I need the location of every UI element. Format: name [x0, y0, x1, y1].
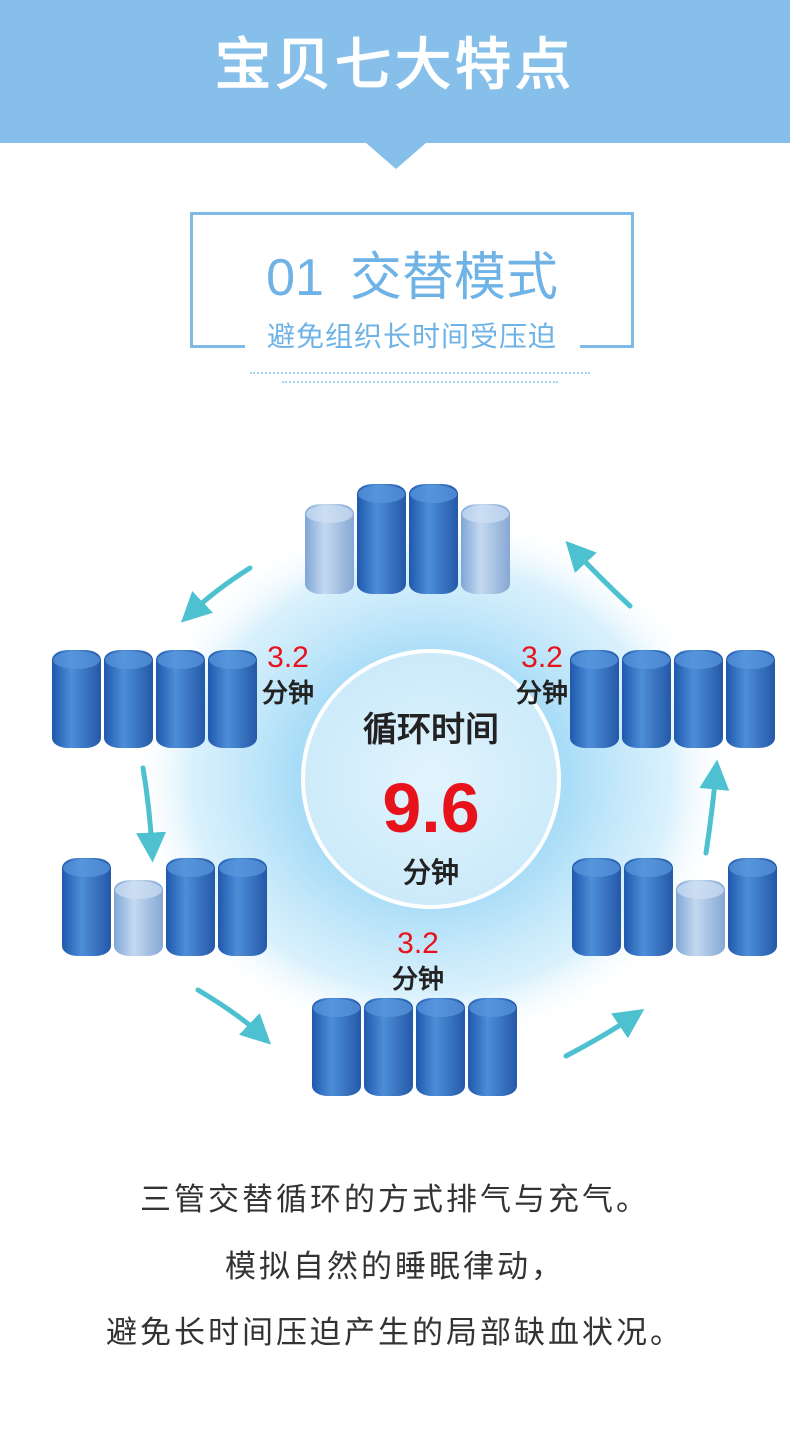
description-line-2: 模拟自然的睡眠律动， — [225, 1249, 565, 1285]
banner-title: 宝贝七大特点 — [215, 33, 575, 98]
stage-value-right: 3.2 — [521, 641, 563, 674]
curved-arrow-icon — [563, 1008, 645, 1059]
curved-arrow-icon — [136, 765, 167, 863]
air-tube-cap — [417, 999, 464, 1017]
cycle-diagram: 循环时间 9.6 分钟 3.2 分钟 3.2 分钟 3.2 分钟 — [0, 450, 790, 1130]
curved-arrow-icon — [180, 565, 253, 623]
center-circle-ring — [301, 649, 561, 909]
air-tube-cap — [306, 505, 353, 523]
air-tube-icon — [218, 858, 267, 956]
air-tube-icon — [726, 650, 775, 748]
air-tube-cap — [675, 651, 722, 669]
description-line-1: 三管交替循环的方式排气与充气。 — [140, 1182, 650, 1218]
cycle-unit: 分钟 — [402, 856, 459, 889]
air-tube-cap — [115, 881, 162, 899]
air-tube-icon — [357, 484, 406, 594]
air-tube-cap — [53, 651, 100, 669]
air-tube-cap — [410, 485, 457, 503]
description-line-3: 避免长时间压迫产生的局部缺血状况。 — [106, 1315, 684, 1351]
air-tube-icon — [208, 650, 257, 748]
air-tube-icon — [114, 880, 163, 956]
air-tube-cap — [727, 651, 774, 669]
feature-number: 01 — [266, 249, 324, 307]
stage-unit-bottom: 分钟 — [391, 965, 444, 995]
air-tube-icon — [674, 650, 723, 748]
banner-pointer-icon — [366, 143, 426, 169]
cycle-title: 循环时间 — [363, 710, 499, 750]
curved-arrow-icon — [195, 987, 272, 1045]
curved-arrow-icon — [699, 759, 730, 856]
air-tube-cap — [209, 651, 256, 669]
air-tube-cap — [571, 651, 618, 669]
feature-heading: 01 交替模式 — [190, 246, 634, 310]
air-tube-icon — [166, 858, 215, 956]
air-tube-icon — [312, 998, 361, 1096]
air-tube-icon — [728, 858, 777, 956]
stage-unit-left: 分钟 — [261, 679, 314, 709]
air-tube-cap — [157, 651, 204, 669]
air-tube-icon — [156, 650, 205, 748]
header-banner — [0, 0, 790, 143]
air-tube-icon — [104, 650, 153, 748]
air-tube-icon — [468, 998, 517, 1096]
air-tube-icon — [676, 880, 725, 956]
air-tube-cap — [623, 651, 670, 669]
stage-value-bottom: 3.2 — [397, 927, 439, 960]
air-tube-icon — [409, 484, 458, 594]
cycle-diagram-graphic — [52, 484, 777, 1096]
air-tube-icon — [572, 858, 621, 956]
air-tube-icon — [62, 858, 111, 956]
air-tube-icon — [461, 504, 510, 594]
air-tube-cap — [105, 651, 152, 669]
air-tube-cap — [365, 999, 412, 1017]
air-tube-cap — [469, 999, 516, 1017]
air-tube-cap — [462, 505, 509, 523]
air-tube-icon — [52, 650, 101, 748]
air-tube-icon — [305, 504, 354, 594]
dotted-divider — [282, 381, 558, 383]
air-tube-icon — [622, 650, 671, 748]
air-tube-cap — [358, 485, 405, 503]
dotted-divider — [250, 372, 590, 374]
air-tube-cap — [625, 859, 672, 877]
air-tube-cap — [573, 859, 620, 877]
feature-title: 交替模式 — [349, 248, 558, 308]
air-tube-cap — [313, 999, 360, 1017]
air-tube-icon — [570, 650, 619, 748]
cycle-value: 9.6 — [382, 769, 480, 847]
air-tube-cap — [677, 881, 724, 899]
air-tube-cap — [729, 859, 776, 877]
air-tube-icon — [416, 998, 465, 1096]
air-tube-icon — [624, 858, 673, 956]
stage-unit-right: 分钟 — [515, 679, 568, 709]
feature-subtitle: 避免组织长时间受压迫 — [266, 320, 557, 353]
air-tube-cap — [219, 859, 266, 877]
stage-value-left: 3.2 — [267, 641, 309, 674]
air-tube-cap — [63, 859, 110, 877]
curved-arrow-icon — [565, 540, 633, 609]
air-tube-icon — [364, 998, 413, 1096]
air-tube-cap — [167, 859, 214, 877]
